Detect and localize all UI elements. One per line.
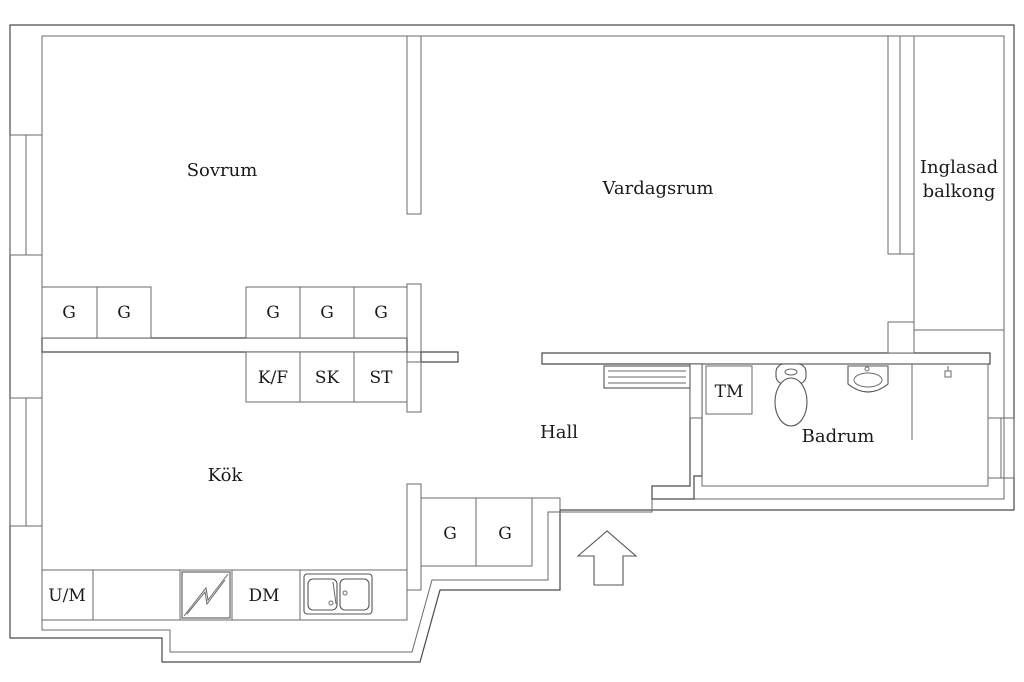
window-left-top <box>9 134 43 256</box>
wardrobe-label: G <box>266 303 280 323</box>
room-label-vardagsrum: Vardagsrum <box>602 178 714 199</box>
wardrobe-row-sovrum <box>41 286 408 339</box>
washbasin-icon <box>847 365 889 393</box>
balcony-divider <box>887 35 915 255</box>
radiator-icon <box>603 365 691 389</box>
room-label-balkong-2: balkong <box>923 181 996 202</box>
dishwasher-label: DM <box>248 586 279 606</box>
washer-label: U/M <box>48 586 85 606</box>
wall-kok-right-lower <box>406 483 422 591</box>
wall-hall-left <box>689 363 703 419</box>
dryer-label: TM <box>715 382 744 402</box>
room-label-badrum: Badrum <box>802 426 875 447</box>
wall-sovrum-vardagsrum <box>406 35 422 215</box>
toilet-icon <box>774 363 808 427</box>
room-label-sovrum: Sovrum <box>187 160 258 181</box>
bath-inner <box>701 363 989 487</box>
dryer-cabinet <box>705 365 753 415</box>
cabinet-st-label: ST <box>370 368 394 388</box>
wardrobe-label: G <box>443 524 457 544</box>
kitchen-tall-cabinets <box>245 351 408 403</box>
cabinet-sk-label: SK <box>315 368 340 388</box>
room-label-kok: Kök <box>208 465 244 486</box>
wall-kok-right <box>406 361 422 413</box>
shower-head-icon <box>944 366 952 378</box>
fridge-freezer-label: K/F <box>258 368 288 388</box>
inner-wall-outline <box>41 35 1005 653</box>
wardrobe-label: G <box>320 303 334 323</box>
wardrobe-label: G <box>374 303 388 323</box>
kitchen-sink-icon <box>303 573 373 615</box>
wardrobe-row-hall <box>420 497 533 567</box>
entrance-arrow-icon <box>576 530 638 586</box>
outer-wall <box>9 24 1015 663</box>
wall-vardagsrum-hall <box>541 352 991 365</box>
wall-sovrum-kok <box>41 337 408 353</box>
wall-sovrum-lower <box>406 283 422 353</box>
room-label-balkong-1: Inglasad <box>920 157 998 178</box>
balcony-pillar <box>887 321 915 354</box>
window-left-bottom <box>9 397 43 527</box>
room-label-hall: Hall <box>540 422 578 443</box>
wardrobe-label: G <box>117 303 131 323</box>
wall-stub-center <box>420 351 459 363</box>
stove-icon <box>181 571 231 619</box>
wardrobe-label: G <box>62 303 76 323</box>
wardrobe-label: G <box>498 524 512 544</box>
